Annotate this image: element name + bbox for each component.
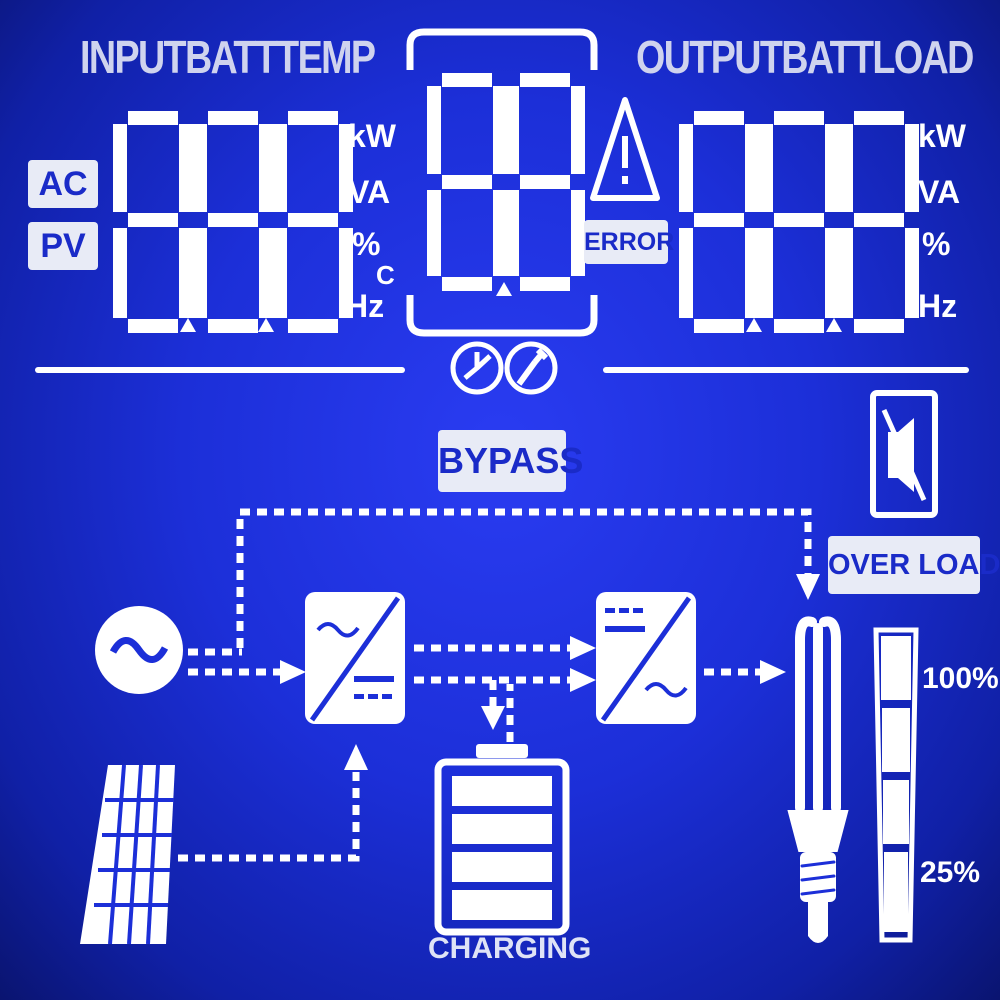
bypass-arrow xyxy=(796,574,820,600)
input-decimal-point-2 xyxy=(258,318,274,332)
overload-tag: OVER LOAD xyxy=(828,536,1000,594)
load-segment-1 xyxy=(884,852,908,932)
ac-tag: AC xyxy=(28,160,98,208)
load-segment-4 xyxy=(881,636,911,700)
output-unit-hz: Hz xyxy=(918,288,958,324)
bypass-tag: BYPASS xyxy=(438,430,583,492)
load-level-low: 25% xyxy=(920,856,981,889)
battery-icon xyxy=(434,744,570,936)
dc-bus-arrow-1 xyxy=(570,636,596,660)
load-segment-2 xyxy=(883,780,909,844)
input-unit-hz: Hz xyxy=(345,288,385,324)
input-unit-va: VA xyxy=(348,174,391,210)
timer-icon xyxy=(450,341,504,395)
rectifier-icon xyxy=(305,592,405,724)
input-unit-celsius: C xyxy=(376,260,395,290)
input-seven-segment-display xyxy=(113,111,353,333)
input-unit-kw: kW xyxy=(348,118,396,154)
center-digit-2 xyxy=(505,73,585,291)
input-unit-percent: % xyxy=(352,226,381,262)
output-unit-kw: kW xyxy=(918,118,966,154)
wrench-icon xyxy=(504,341,558,395)
output-unit-va: VA xyxy=(918,174,961,210)
center-digit-1 xyxy=(427,73,507,291)
load-bulb-icon xyxy=(787,616,849,943)
error-tag: ERROR xyxy=(584,220,674,264)
dc-bus-arrow-2 xyxy=(570,668,596,692)
output-seven-segment-display xyxy=(679,111,919,333)
center-decimal-point xyxy=(496,282,512,296)
center-seven-segment-display xyxy=(427,73,585,291)
load-level-bar xyxy=(873,627,919,943)
solar-panel-icon xyxy=(80,764,175,945)
output-digit-2 xyxy=(759,111,839,333)
input-digit-2 xyxy=(193,111,273,333)
charging-label: CHARGING xyxy=(428,932,592,965)
output-decimal-point-1 xyxy=(746,318,762,332)
input-header: INPUTBATTTEMP xyxy=(80,31,376,83)
center-display-frame xyxy=(406,28,598,70)
ac-source-icon xyxy=(95,606,183,694)
ac-input-arrow xyxy=(280,660,306,684)
load-level-high: 100% xyxy=(922,662,999,695)
pv-tag: PV xyxy=(28,222,98,270)
input-decimal-point-1 xyxy=(180,318,196,332)
load-segment-3 xyxy=(882,708,910,772)
inverter-icon xyxy=(596,592,696,724)
battery-charge-arrow xyxy=(481,706,505,730)
input-digit-1 xyxy=(113,111,193,333)
pv-input-line xyxy=(178,772,360,862)
output-digit-3 xyxy=(839,111,919,333)
pv-input-arrow xyxy=(344,744,368,770)
output-decimal-point-2 xyxy=(826,318,842,332)
output-header: OUTPUTBATTLOAD xyxy=(636,31,974,83)
warning-icon xyxy=(590,97,660,201)
mute-icon xyxy=(870,390,938,518)
output-digit-1 xyxy=(679,111,759,333)
bypass-path xyxy=(236,508,812,648)
input-digit-3 xyxy=(273,111,353,333)
output-unit-percent: % xyxy=(922,226,951,262)
output-arrow xyxy=(760,660,786,684)
